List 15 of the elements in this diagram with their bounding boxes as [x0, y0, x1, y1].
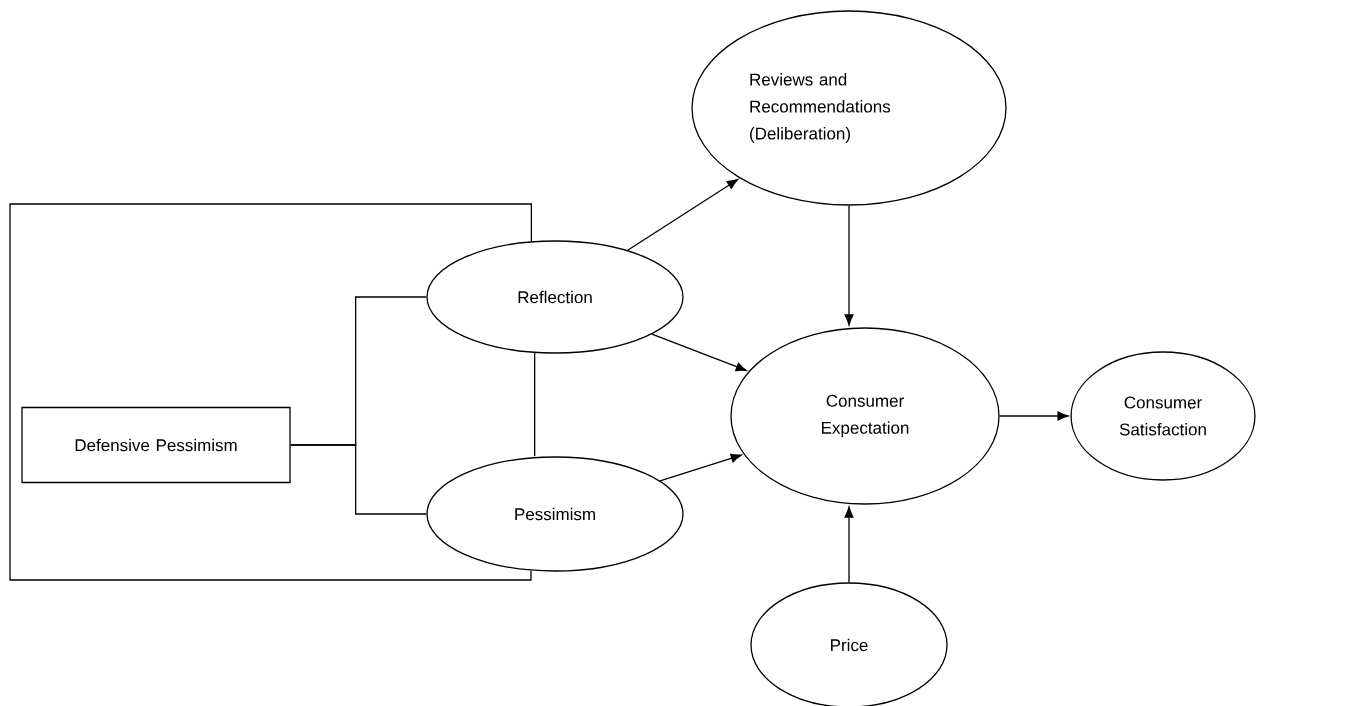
arrow — [844, 205, 854, 326]
ellipse-node: Reflection — [426, 240, 684, 354]
process-box: Defensive Pessimism — [21, 406, 291, 484]
connector-line — [534, 352, 536, 457]
arrow — [627, 179, 739, 251]
connector-line — [290, 444, 427, 515]
arrow — [844, 506, 854, 583]
ellipse-node: Pessimism — [426, 456, 684, 572]
arrow — [999, 411, 1069, 421]
arrow — [651, 333, 747, 372]
ellipse-node: Consumer Satisfaction — [1070, 351, 1256, 481]
ellipse-node: Reviews and Recommendations (Deliberation) — [691, 10, 1007, 206]
arrow — [659, 453, 742, 482]
connector-line — [9, 203, 533, 581]
ellipse-node: Consumer Expectation — [730, 327, 1000, 505]
